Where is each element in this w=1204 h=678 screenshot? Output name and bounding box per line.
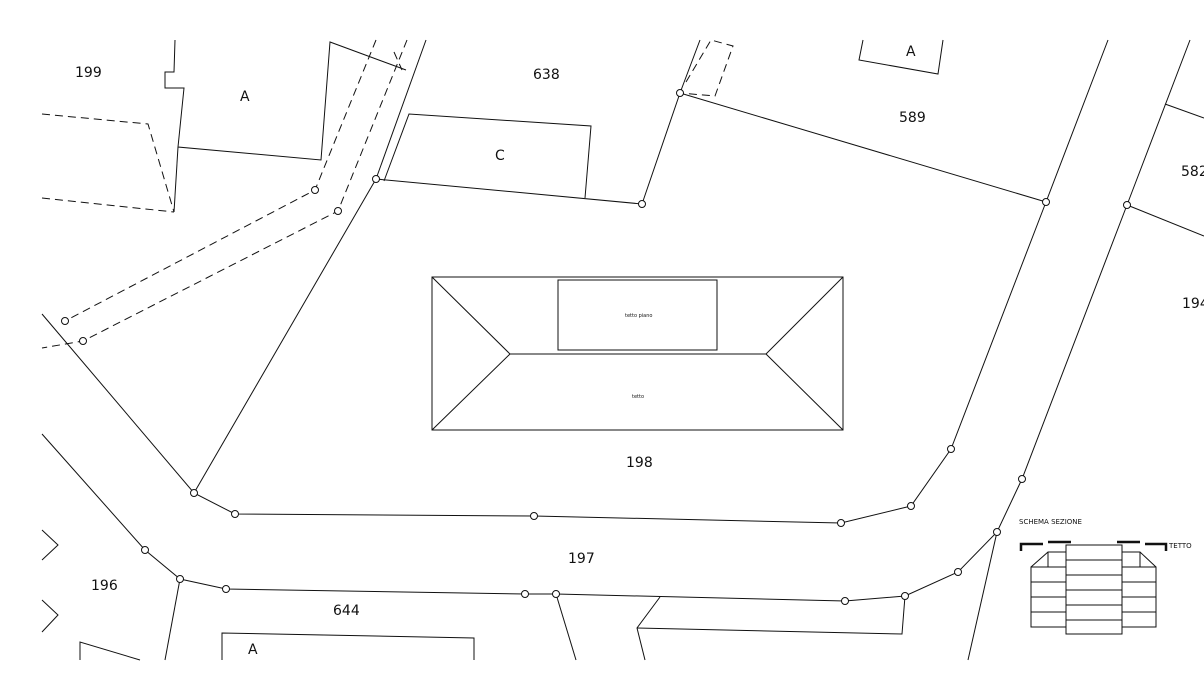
- survey-nodes: [61, 89, 1131, 605]
- parcel-label-198: 198: [626, 455, 653, 471]
- parcel-label-199: 199: [75, 65, 102, 81]
- parcel-label-638: 638: [533, 67, 560, 83]
- building-c-outline: [383, 113, 592, 199]
- section-schema-title: SCHEMA SEZIONE: [1019, 518, 1082, 526]
- bottom-parcel-lines: [41, 529, 906, 661]
- parcel-label-c: C: [495, 148, 505, 164]
- building-roof-label: tetto: [632, 394, 644, 400]
- dashed-boundary-left: [41, 113, 175, 213]
- dashed-access-path: [41, 39, 408, 349]
- parcel-label-589: 589: [899, 110, 926, 126]
- parcel-label-a-top-right: A: [906, 44, 916, 60]
- section-roof-left: [1019, 542, 1043, 551]
- dashed-structure-638: [679, 39, 734, 97]
- parcel-label-582: 582: [1181, 164, 1204, 180]
- parcel-label-644: 644: [333, 603, 360, 619]
- parcel-label-194: 194: [1182, 296, 1204, 312]
- parcel-outline-199-a: [164, 39, 407, 213]
- section-schema: SCHEMA SEZIONE TETTO: [1019, 518, 1192, 635]
- parcel-label-197: 197: [568, 551, 595, 567]
- parcel-label-196: 196: [91, 578, 118, 594]
- building-a-top-outline: [858, 39, 944, 75]
- parcel-label-a-bottom: A: [248, 642, 258, 658]
- building-flat-roof-label: tetto piano: [625, 313, 652, 319]
- parcel-label-a-top-left: A: [240, 89, 250, 105]
- section-roof-label: TETTO: [1168, 542, 1192, 550]
- section-roof-right: [1145, 542, 1168, 551]
- building-roof-plan: [431, 276, 844, 431]
